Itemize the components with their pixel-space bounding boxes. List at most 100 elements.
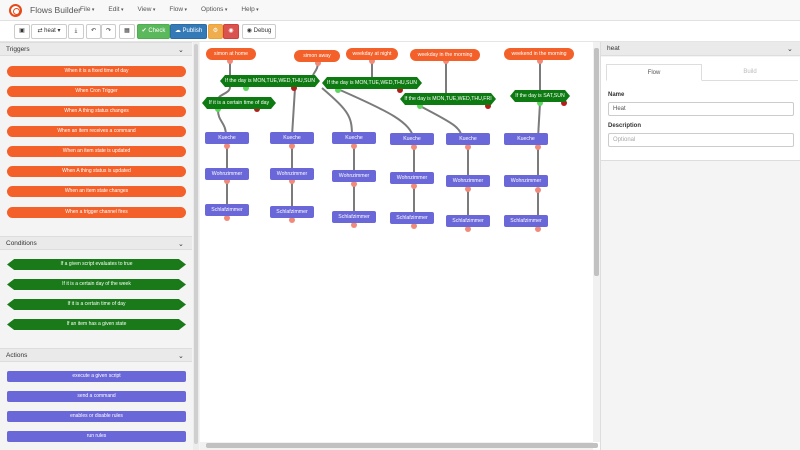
canvas-horizontal-scrollbar-thumb[interactable] (206, 443, 598, 448)
download-button[interactable]: ⤓ (68, 24, 84, 39)
settings-button[interactable]: ⚙ (208, 24, 223, 39)
sidebar-scrollbar[interactable] (193, 42, 199, 450)
chevron-down-icon: ⌄ (178, 241, 184, 248)
canvas-trigger-node[interactable]: weekday at night (346, 48, 398, 60)
output-port[interactable] (351, 181, 357, 187)
condition-item[interactable]: If it is a certain time of day (7, 299, 186, 310)
canvas-action-node[interactable]: Schlafzimmer (205, 204, 249, 216)
output-port[interactable] (351, 222, 357, 228)
flow-select-dropdown[interactable]: ⇄ heat ▾ (31, 24, 67, 39)
publish-button[interactable]: ☁ Publish (170, 24, 207, 39)
condition-item[interactable]: If an item has a given state (7, 319, 186, 330)
sidebar-scrollbar-thumb[interactable] (194, 44, 198, 444)
canvas-horizontal-scrollbar[interactable] (200, 442, 598, 450)
output-port[interactable] (465, 144, 471, 150)
openhab-logo-icon[interactable] (9, 4, 22, 17)
canvas-action-node[interactable]: Kueche (390, 133, 434, 145)
app-title[interactable]: Flows Builder (30, 5, 82, 15)
action-item[interactable]: enables or disable rules (7, 411, 186, 422)
output-port[interactable] (411, 144, 417, 150)
canvas-action-node[interactable]: Wohnzimmer (446, 175, 490, 187)
actions-section-header[interactable]: Actions ⌄ (0, 348, 192, 362)
menu-flow[interactable]: Flow (169, 6, 187, 13)
triggers-section-header[interactable]: Triggers ⌄ (0, 42, 192, 56)
output-port[interactable] (465, 226, 471, 232)
trigger-item[interactable]: When an item state is updated (7, 146, 186, 157)
trigger-item[interactable]: When A thing status is updated (7, 166, 186, 177)
check-button[interactable]: ✔ Check (137, 24, 170, 39)
output-port[interactable] (224, 143, 230, 149)
action-item[interactable]: send a command (7, 391, 186, 402)
canvas-vertical-scrollbar-thumb[interactable] (594, 48, 599, 276)
name-field[interactable]: Heat (608, 102, 794, 116)
canvas-action-node[interactable]: Schlafzimmer (446, 215, 490, 227)
canvas-action-node[interactable]: Wohnzimmer (390, 172, 434, 184)
canvas-action-node[interactable]: Schlafzimmer (504, 215, 548, 227)
output-port[interactable] (289, 217, 295, 223)
canvas-trigger-node[interactable]: simon away (294, 50, 340, 62)
trigger-item[interactable]: When an item receives a command (7, 126, 186, 137)
conditions-section-header[interactable]: Conditions ⌄ (0, 236, 192, 250)
canvas-action-node[interactable]: Kueche (332, 132, 376, 144)
properties-panel-title: heat (607, 45, 620, 52)
canvas-condition-node[interactable]: If the day is MON,TUE,WED,THU,SUN (220, 75, 320, 87)
output-port[interactable] (535, 144, 541, 150)
canvas-action-node[interactable]: Schlafzimmer (332, 211, 376, 223)
canvas-action-node[interactable]: Schlafzimmer (270, 206, 314, 218)
canvas-action-node[interactable]: Wohnzimmer (332, 170, 376, 182)
undo-button[interactable]: ↶ (86, 24, 101, 39)
output-port[interactable] (411, 223, 417, 229)
grid-button[interactable]: ▦ (119, 24, 135, 39)
canvas-action-node[interactable]: Wohnzimmer (270, 168, 314, 180)
canvas-action-node[interactable]: Schlafzimmer (390, 212, 434, 224)
menu-options[interactable]: Options (201, 6, 227, 13)
menu-help[interactable]: Help (241, 6, 258, 13)
canvas-action-node[interactable]: Kueche (504, 133, 548, 145)
publish-label: Publish (182, 28, 203, 34)
output-port[interactable] (289, 143, 295, 149)
trigger-item[interactable]: When it is a fixed time of day (7, 66, 186, 77)
canvas-trigger-node[interactable]: simon at home (206, 48, 256, 60)
description-field[interactable]: Optional (608, 133, 794, 147)
redo-button[interactable]: ↷ (101, 24, 116, 39)
canvas-condition-node[interactable]: If it is a certain time of day (202, 97, 276, 109)
flow-canvas[interactable]: simon at home simon away weekday at nigh… (200, 42, 600, 450)
trigger-item[interactable]: When A thing status changes (7, 106, 186, 117)
canvas-trigger-node[interactable]: weekend in the morning (504, 48, 574, 60)
canvas-action-node[interactable]: Kueche (205, 132, 249, 144)
output-port[interactable] (224, 215, 230, 221)
output-port[interactable] (351, 143, 357, 149)
canvas-condition-node[interactable]: If the day is MON,TUE,WED,THU,FRI (400, 93, 496, 105)
condition-item[interactable]: If it is a certain day of the week (7, 279, 186, 290)
new-file-button[interactable]: ▣ (14, 24, 30, 39)
canvas-vertical-scrollbar[interactable] (593, 42, 600, 442)
menu-file[interactable]: File (80, 6, 94, 13)
stop-button[interactable]: ◉ (223, 24, 239, 39)
menu-edit[interactable]: Edit (108, 6, 123, 13)
trigger-item[interactable]: When an item state changes (7, 186, 186, 197)
debug-button[interactable]: ◉ Debug (242, 24, 276, 39)
shuffle-icon: ⇄ (37, 28, 43, 34)
canvas-condition-node[interactable]: If the day is MON,TUE,WED,THU,SUN (322, 77, 422, 89)
properties-panel-header[interactable]: heat ⌄ (601, 42, 800, 56)
tab-build[interactable]: Build (743, 69, 757, 75)
canvas-condition-node[interactable]: If the day is SAT,SUN (510, 90, 570, 102)
trigger-item[interactable]: When a trigger channel fires (7, 207, 186, 218)
connector-line (291, 87, 296, 137)
output-port[interactable] (465, 186, 471, 192)
canvas-action-node[interactable]: Kueche (270, 132, 314, 144)
trigger-item[interactable]: When Cron Trigger (7, 86, 186, 97)
condition-item[interactable]: If a given script evaluates to true (7, 259, 186, 270)
tab-flow[interactable]: Flow (606, 64, 702, 81)
grid-icon: ▦ (124, 28, 130, 34)
action-item[interactable]: execute a given script (7, 371, 186, 382)
output-port[interactable] (535, 187, 541, 193)
menu-view[interactable]: View (138, 6, 156, 13)
canvas-action-node[interactable]: Kueche (446, 133, 490, 145)
canvas-trigger-node[interactable]: weekday in the morning (410, 49, 480, 61)
canvas-action-node[interactable]: Wohnzimmer (205, 168, 249, 180)
output-port[interactable] (411, 183, 417, 189)
action-item[interactable]: run rules (7, 431, 186, 442)
output-port[interactable] (535, 226, 541, 232)
canvas-action-node[interactable]: Wohnzimmer (504, 175, 548, 187)
